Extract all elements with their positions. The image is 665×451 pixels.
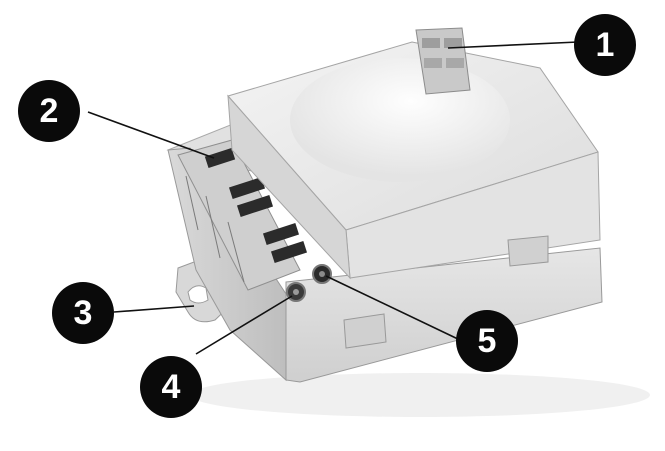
dip-switch <box>204 147 236 169</box>
dip-switch-group <box>204 147 308 263</box>
leader-line-2 <box>87 111 215 159</box>
mounting-slot <box>187 285 209 304</box>
callout-1-label: 1 <box>595 25 615 64</box>
callout-5: 5 <box>456 310 518 372</box>
callout-2: 2 <box>18 80 80 142</box>
base-front-face <box>285 247 603 383</box>
leader-line-4 <box>195 295 293 355</box>
dip-switch <box>262 223 300 245</box>
callout-4-label: 4 <box>161 367 181 406</box>
dip-switch <box>228 177 266 199</box>
dip-switch-markings <box>185 175 245 283</box>
connector-pin <box>424 58 442 68</box>
led-indicator-4-center <box>293 289 299 295</box>
callout-3-label: 3 <box>73 293 93 332</box>
connector-pin <box>446 58 464 68</box>
callout-1: 1 <box>574 14 636 76</box>
dip-switch <box>270 241 308 263</box>
connector-pin <box>422 38 440 48</box>
callout-3: 3 <box>52 282 114 344</box>
leader-line-3 <box>113 305 195 313</box>
dip-switch-panel <box>177 139 301 291</box>
front-clip-right <box>507 235 549 267</box>
connector-block <box>415 27 471 95</box>
front-clip-left <box>343 313 387 349</box>
callout-4: 4 <box>140 356 202 418</box>
leader-line-5 <box>325 275 461 341</box>
dip-switch <box>236 195 274 217</box>
callout-2-label: 2 <box>39 91 59 130</box>
housing-left <box>227 94 351 280</box>
callout-5-label: 5 <box>477 321 497 360</box>
leader-lines <box>87 41 579 355</box>
led-indicator-5-center <box>319 271 325 277</box>
connector-pin <box>444 38 462 48</box>
ground-shadow <box>190 373 650 417</box>
sensor-dome <box>290 58 510 182</box>
leader-line-1 <box>447 41 579 49</box>
